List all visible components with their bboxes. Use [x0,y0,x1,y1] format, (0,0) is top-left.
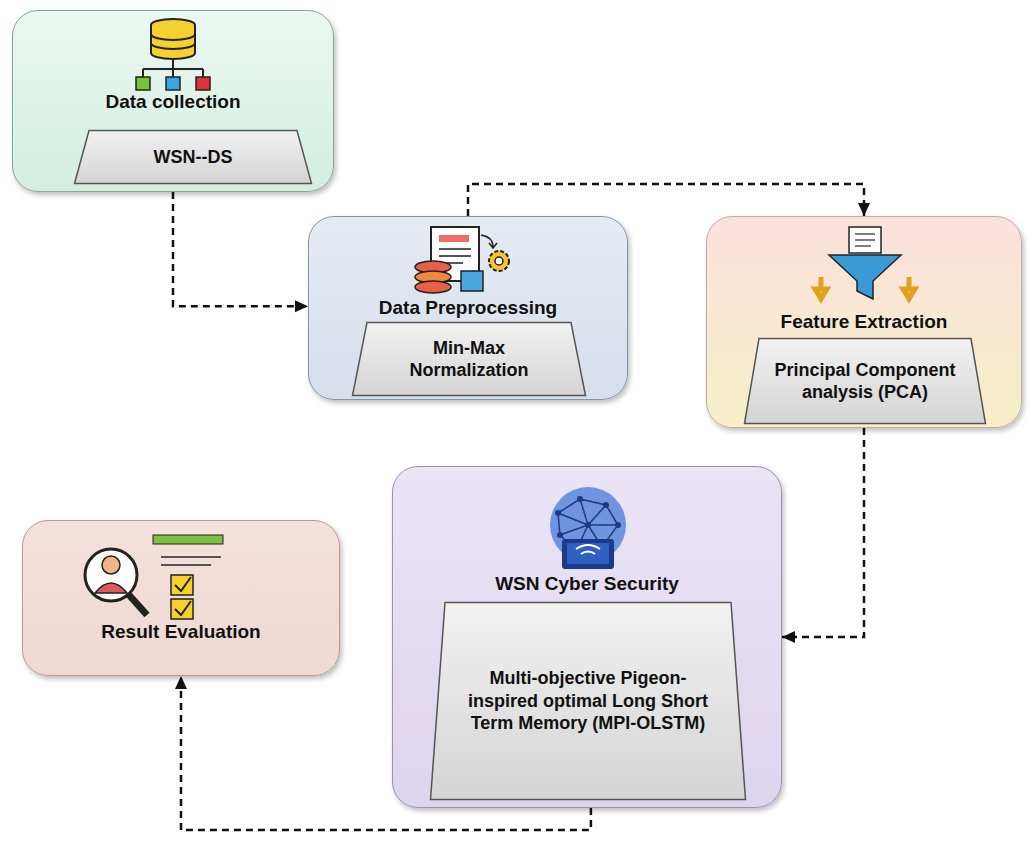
stage-box: WSN Cyber SecurityMulti-objective Pigeon… [392,466,782,808]
trapezoid-shape [743,337,987,425]
method-text: WSN--DS [154,146,233,169]
stage-icon [23,521,341,677]
trapezoid-shape [351,321,587,397]
method-text: Multi-objective Pigeon-inspired optimal … [459,667,717,735]
flow-arrow [173,192,308,306]
flow-arrow [782,428,864,637]
stage-box: Data collectionWSN--DS [12,10,334,192]
flow-arrow [468,184,864,216]
stage-title: Data collection [17,91,329,114]
method-text: Min-Max Normalization [381,337,557,382]
method-label: Principal Component analysis (PCA) [743,337,987,425]
stage-box: Result Evaluation [22,520,340,676]
method-label: Min-Max Normalization [351,321,587,397]
stage-title: Data Preprocessing [313,297,623,320]
method-label: WSN--DS [73,129,313,185]
method-text: Principal Component analysis (PCA) [773,359,957,404]
stage-box: Data PreprocessingMin-Max Normalization [308,216,628,400]
stage-title: Result Evaluation [27,621,335,644]
method-label: Multi-objective Pigeon-inspired optimal … [429,601,747,801]
stage-title: Feature Extraction [711,311,1017,334]
stage-box: Feature ExtractionPrincipal Component an… [706,216,1022,428]
stage-title: WSN Cyber Security [397,573,777,596]
